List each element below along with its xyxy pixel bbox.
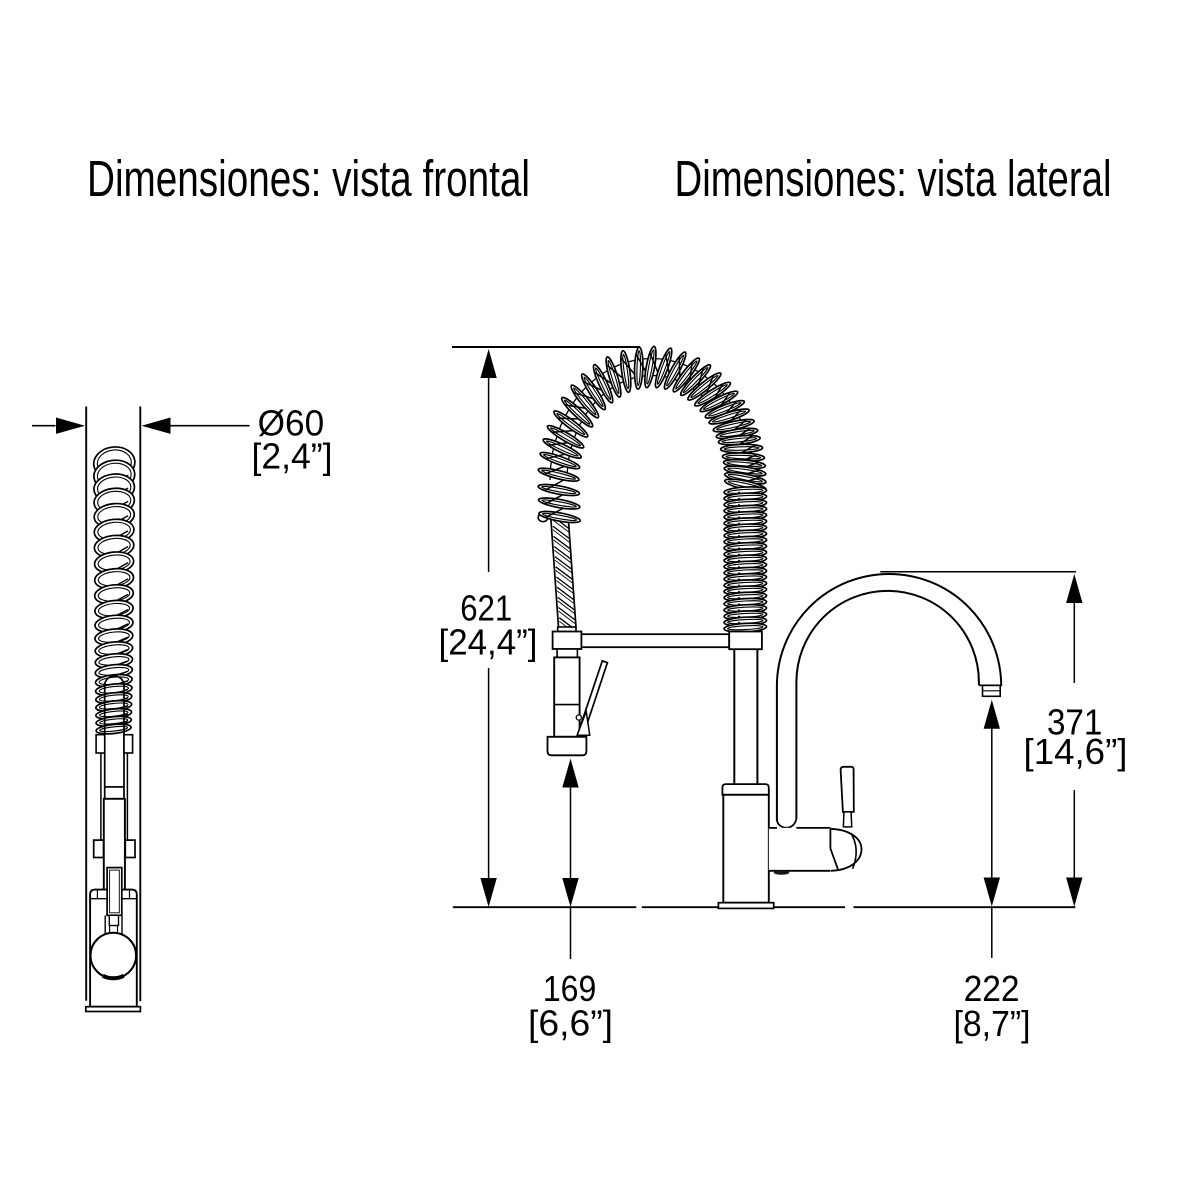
svg-text:[14,6”]: [14,6”] <box>1024 731 1128 772</box>
svg-text:Dimensiones: vista frontal: Dimensiones: vista frontal <box>87 150 530 207</box>
svg-text:169: 169 <box>543 968 597 1009</box>
svg-text:Ø60: Ø60 <box>258 403 325 444</box>
svg-text:Dimensiones: vista lateral: Dimensiones: vista lateral <box>675 150 1112 207</box>
svg-text:[2,4”]: [2,4”] <box>252 436 333 477</box>
svg-text:[8,7”]: [8,7”] <box>954 1003 1031 1044</box>
svg-text:[6,6”]: [6,6”] <box>528 1003 613 1044</box>
svg-text:621: 621 <box>460 588 512 629</box>
svg-text:222: 222 <box>964 968 1020 1009</box>
svg-text:[24,4”]: [24,4”] <box>439 622 538 663</box>
svg-text:371: 371 <box>1047 702 1103 743</box>
